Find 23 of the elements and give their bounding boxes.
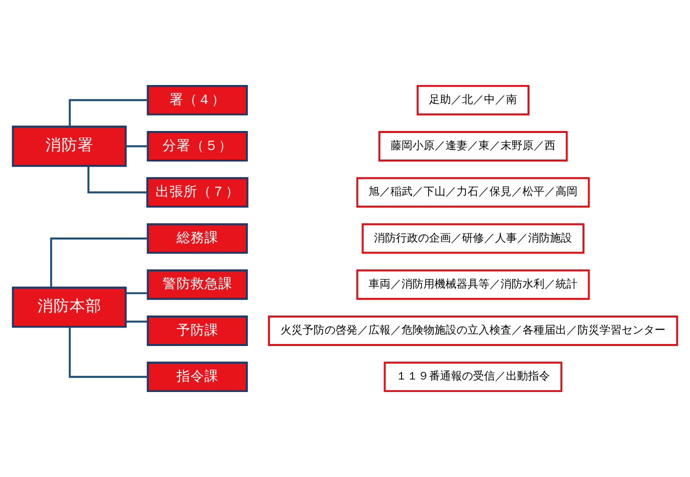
node-box: 足助／北／中／南 [416, 84, 530, 116]
node-box: 火災予防の啓発／広報／危険物施設の立入検査／各種届出／防災学習センター [268, 316, 678, 346]
node-box: 消防本部 [12, 286, 127, 328]
connector [87, 166, 148, 194]
connector [68, 99, 148, 126]
node-box: 署（４） [146, 84, 248, 116]
node-box: 消防署 [12, 126, 127, 167]
node-box: 指令課 [146, 362, 248, 392]
connector [126, 292, 148, 294]
connector [126, 320, 148, 323]
node-box: 出張所（７） [146, 177, 248, 208]
node-box: 分署（５） [146, 131, 248, 162]
node-box: 藤岡小原／逢妻／東／末野原／西 [378, 131, 568, 162]
node-box: 警防救急課 [146, 269, 248, 300]
node-box: 消防行政の企画／研修／人事／消防施設 [362, 223, 584, 254]
node-box: 総務課 [146, 223, 248, 254]
connector [68, 326, 148, 378]
node-box: 車両／消防用機械器具等／消防水利／統計 [356, 269, 590, 300]
node-box: １１９番通報の受信／出動指令 [384, 362, 562, 392]
node-box: 旭／稲武／下山／力石／保見／松平／高岡 [356, 177, 590, 208]
connector [50, 238, 148, 288]
connector [126, 145, 148, 148]
node-box: 予防課 [146, 316, 248, 346]
